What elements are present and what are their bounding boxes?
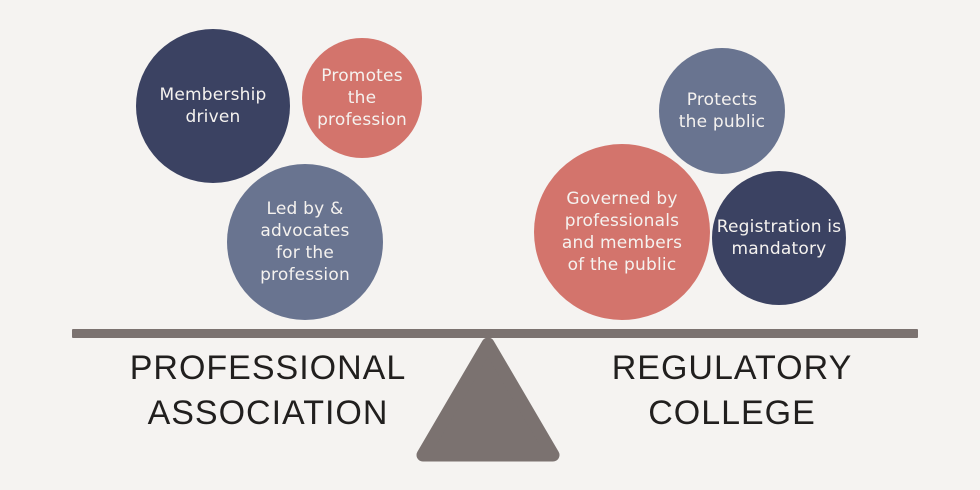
bubble-membership-driven: Membership driven (136, 29, 290, 183)
bubble-led-by-advocates: Led by & advocates for the profession (227, 164, 383, 320)
bubble-registration-mandatory: Registration is mandatory (712, 171, 846, 305)
label-regulatory-college: REGULATORY COLLEGE (611, 349, 853, 432)
label-professional-association: PROFESSIONAL ASSOCIATION (129, 349, 407, 432)
bubble-governed-by-public: Governed by professionals and members of… (534, 144, 710, 320)
bubble-promotes-profession: Promotes the profession (302, 38, 422, 158)
scale-fulcrum-triangle-icon (416, 337, 560, 462)
scale-beam (72, 329, 918, 338)
bubble-protects-public: Protects the public (659, 48, 785, 174)
